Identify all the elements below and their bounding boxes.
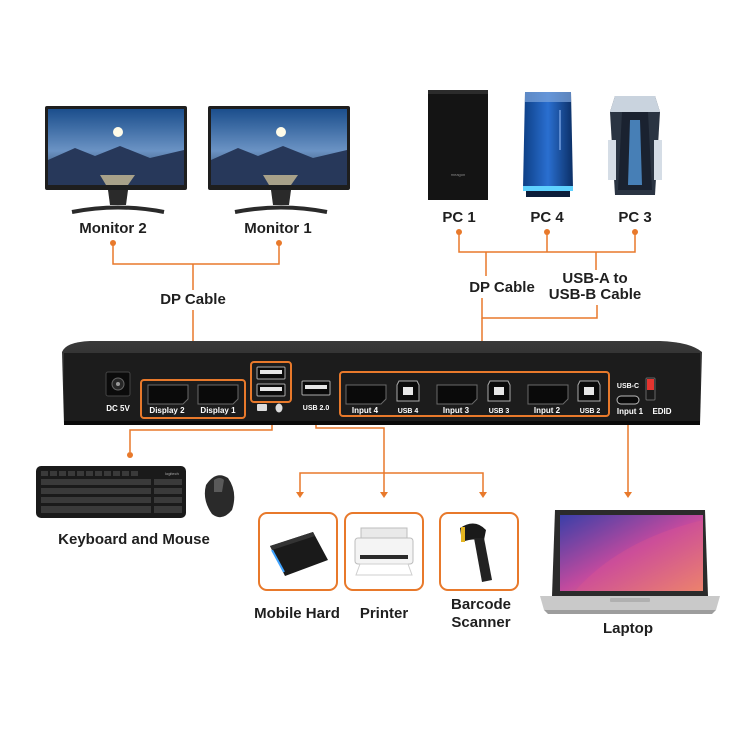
barcode-scanner-card bbox=[439, 512, 519, 591]
pc-1-label: PC 1 bbox=[442, 209, 476, 226]
dc-port[interactable] bbox=[105, 371, 131, 397]
printer-label: Printer bbox=[359, 605, 409, 622]
mouse-symbol-icon bbox=[275, 403, 283, 413]
pc-1-image: meagon bbox=[428, 90, 488, 200]
keyboard-mouse-label: Keyboard and Mouse bbox=[58, 531, 210, 548]
display-2-label: Display 2 bbox=[149, 406, 185, 415]
laptop-image bbox=[540, 510, 720, 614]
mobile-hard-card bbox=[258, 512, 338, 591]
keyboard-brand: logitech bbox=[165, 471, 179, 476]
barcode-scanner-label-line1: Barcode bbox=[450, 596, 512, 613]
mobile-hard-drive-image bbox=[270, 532, 328, 576]
mouse-usb-port[interactable] bbox=[256, 383, 286, 397]
usb-ab-cable-label-line1: USB-A to bbox=[562, 270, 628, 287]
dc-port-label: DC 5V bbox=[106, 404, 130, 413]
pc-4-image bbox=[523, 92, 573, 197]
usb-3-label: USB 3 bbox=[489, 408, 510, 415]
display-1-port[interactable] bbox=[197, 384, 239, 405]
keyboard-image: logitech bbox=[36, 466, 186, 518]
input-3-dp-port[interactable] bbox=[436, 384, 478, 405]
input-2-label: Input 2 bbox=[534, 406, 561, 415]
connection-lines bbox=[112, 232, 636, 493]
monitor-2-label: Monitor 2 bbox=[79, 220, 147, 237]
pc-1-brand: meagon bbox=[451, 172, 465, 177]
monitor-1-image bbox=[208, 106, 350, 214]
input-4-label: Input 4 bbox=[352, 406, 379, 415]
usb-2-0-port[interactable] bbox=[301, 380, 331, 396]
barcode-scanner-label-line2: Scanner bbox=[451, 614, 511, 631]
usb-2-b-port[interactable] bbox=[577, 380, 601, 402]
dp-cable-left-label: DP Cable bbox=[160, 291, 226, 308]
mouse-image bbox=[204, 475, 235, 518]
usb-2-0-label: USB 2.0 bbox=[303, 405, 330, 412]
monitor-1-label: Monitor 1 bbox=[244, 220, 312, 237]
usb-c-input-1-port[interactable] bbox=[616, 395, 640, 405]
input-4-dp-port[interactable] bbox=[345, 384, 387, 405]
input-3-label: Input 3 bbox=[443, 406, 470, 415]
pc-3-label: PC 3 bbox=[618, 209, 652, 226]
km-ports-highlight bbox=[250, 361, 292, 403]
barcode-scanner-image bbox=[460, 523, 492, 582]
display-ports-highlight bbox=[140, 379, 246, 419]
printer-card bbox=[344, 512, 424, 591]
usb-c-label: USB-C bbox=[617, 383, 639, 390]
keyboard-usb-port[interactable] bbox=[256, 366, 286, 380]
usb-4-b-port[interactable] bbox=[396, 380, 420, 402]
keyboard-symbol-icon bbox=[257, 404, 267, 411]
input-2-dp-port[interactable] bbox=[527, 384, 569, 405]
display-1-label: Display 1 bbox=[200, 406, 236, 415]
usb-3-b-port[interactable] bbox=[487, 380, 511, 402]
laptop-label: Laptop bbox=[603, 620, 653, 637]
printer-image bbox=[354, 527, 414, 576]
display-2-port[interactable] bbox=[147, 384, 189, 405]
mobile-hard-label: Mobile Hard bbox=[254, 605, 340, 622]
usb-ab-cable-label-line2: USB-B Cable bbox=[548, 286, 642, 303]
pc-3-image bbox=[608, 96, 662, 195]
input-1-label: Input 1 bbox=[617, 407, 644, 416]
edid-switch[interactable] bbox=[645, 377, 656, 401]
usb-4-label: USB 4 bbox=[398, 408, 419, 415]
pc-4-label: PC 4 bbox=[530, 209, 564, 226]
input-ports-highlight bbox=[339, 371, 610, 417]
monitor-2-image bbox=[45, 106, 187, 214]
usb-2-label: USB 2 bbox=[580, 408, 601, 415]
connection-arrowheads bbox=[110, 229, 638, 498]
edid-label: EDID bbox=[652, 407, 671, 416]
dp-cable-right-label: DP Cable bbox=[469, 279, 535, 296]
